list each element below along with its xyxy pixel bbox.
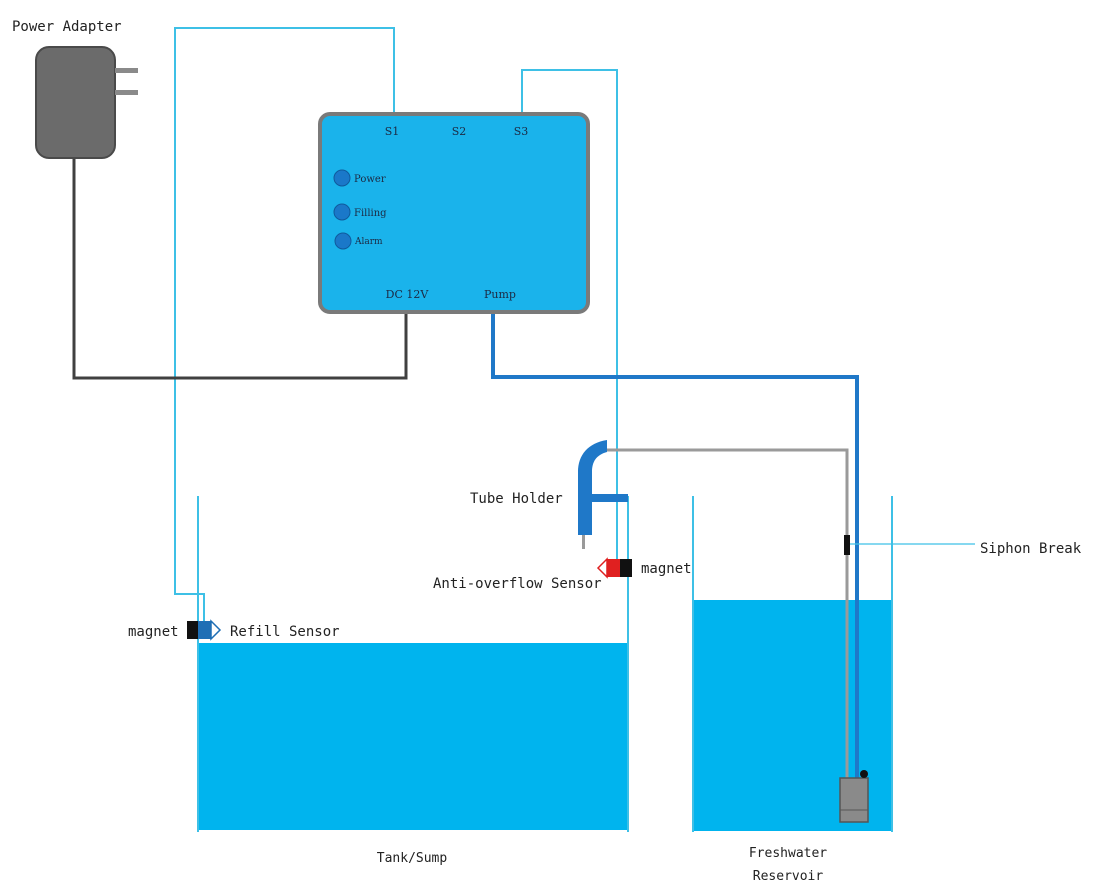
filling-led-label: Filling (354, 208, 387, 219)
power-led-icon (333, 169, 351, 187)
magnet-left-block (187, 621, 198, 639)
power-led-label: Power (354, 174, 386, 185)
s3-sensor-wire (521, 69, 618, 562)
port-pump-label: Pump (484, 288, 516, 301)
freshwater-label-line1: Freshwater (749, 846, 827, 861)
port-dc-label: DC 12V (386, 288, 430, 301)
tube-holder-icon (578, 440, 628, 549)
filling-led-icon (333, 203, 351, 221)
siphon-break-label: Siphon Break (980, 541, 1082, 557)
anti-overflow-sensor-label: Anti-overflow Sensor (433, 576, 602, 592)
power-cable (72, 158, 408, 380)
magnet-right-label: magnet (641, 561, 692, 577)
anti-overflow-sensor-icon (596, 557, 632, 579)
tank-sump-label: Tank/Sump (377, 851, 448, 866)
port-s1-label: S1 (385, 125, 400, 138)
port-s3-label: S3 (514, 125, 529, 138)
power-adapter-label: Power Adapter (12, 19, 122, 35)
s1-sensor-wire (174, 27, 395, 624)
tank-water (198, 643, 628, 830)
controller-body (318, 112, 590, 314)
siphon-break-marker (844, 535, 850, 555)
port-s2-label: S2 (452, 125, 467, 138)
pump-icon (839, 770, 869, 823)
alarm-led-icon (334, 232, 352, 250)
outlet-tube (605, 448, 849, 800)
controller-box: S1 S2 S3 Power Filling Alarm DC 12V Pump (318, 112, 590, 314)
magnet-left-label: magnet (128, 624, 179, 640)
tank-sump (197, 496, 629, 832)
refill-sensor-icon (187, 619, 222, 641)
alarm-led-label: Alarm (354, 237, 383, 247)
pump-hose (491, 312, 859, 780)
refill-sensor-label: Refill Sensor (230, 624, 340, 640)
tube-holder-label: Tube Holder (470, 491, 563, 507)
magnet-right-block (620, 559, 632, 577)
power-adapter-icon (35, 46, 138, 159)
freshwater-label-line2: Reservoir (753, 869, 824, 884)
